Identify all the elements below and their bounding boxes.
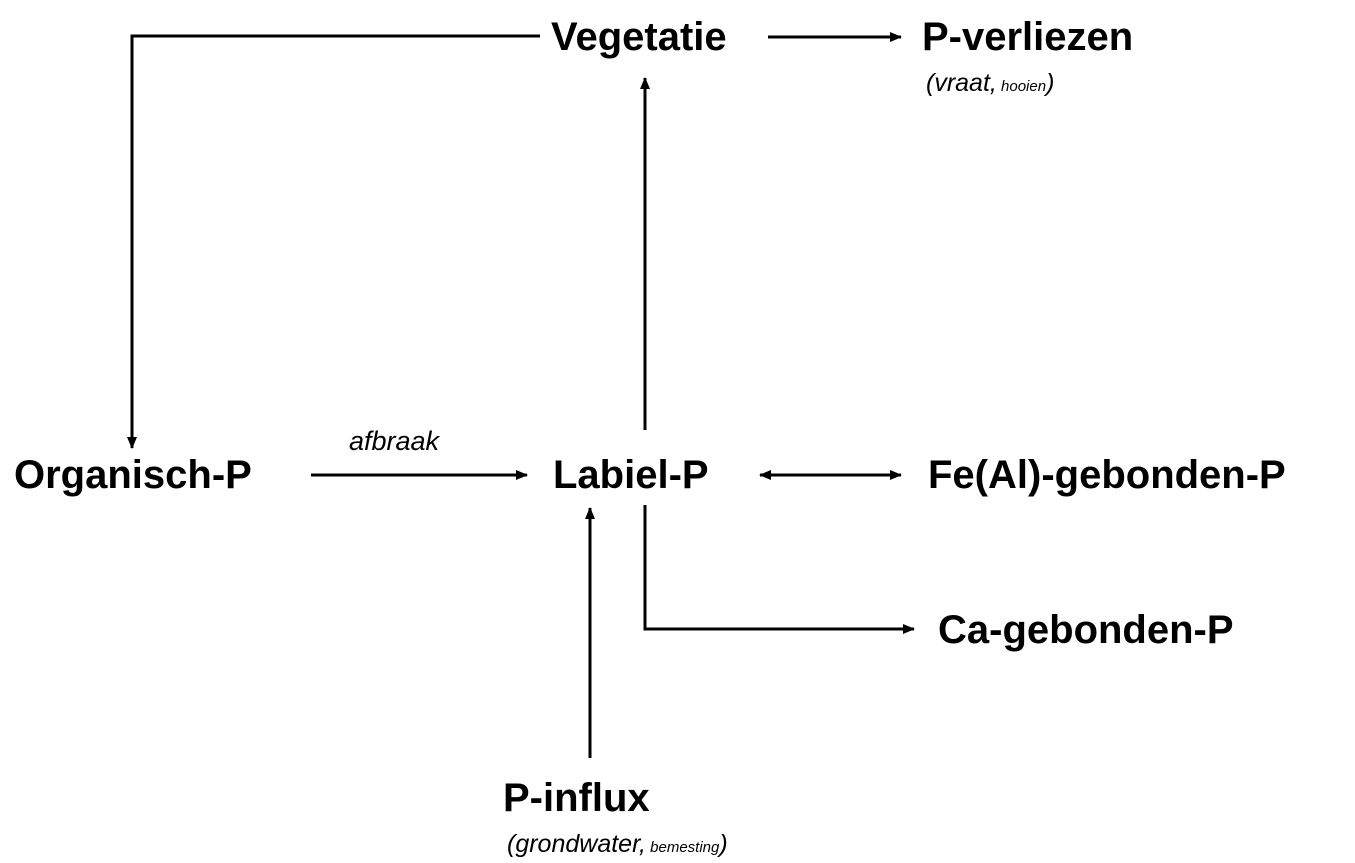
node-p-influx: P-influx	[503, 776, 650, 820]
node-vegetatie: Vegetatie	[551, 15, 727, 59]
arrow-labiel-p-to-ca-gebonden-p	[643, 505, 915, 634]
edge-label-afbraak: afbraak	[349, 426, 440, 456]
node-organisch-p: Organisch-P	[14, 453, 252, 497]
node-fe-al-gebonden-p: Fe(Al)-gebonden-P	[928, 453, 1286, 497]
node-labiel-p: Labiel-P	[553, 453, 709, 497]
note-main-text: vraat,	[934, 69, 997, 97]
note-p-influx: (grondwater, bemesting)	[507, 832, 728, 857]
note-small-text: bemesting	[645, 839, 720, 856]
note-p-verliezen: (vraat, hooien)	[926, 71, 1054, 96]
note-close-paren: )	[719, 830, 728, 858]
note-close-paren: )	[1046, 69, 1055, 97]
note-open-paren: (	[926, 69, 935, 97]
note-open-paren: (	[507, 830, 516, 858]
arrow-vegetatie-to-organisch-p	[127, 34, 540, 449]
note-main-text: grondwater,	[515, 830, 646, 858]
node-p-verliezen: P-verliezen	[922, 15, 1134, 59]
node-ca-gebonden-p: Ca-gebonden-P	[938, 608, 1234, 652]
note-small-text: hooien	[996, 78, 1047, 95]
